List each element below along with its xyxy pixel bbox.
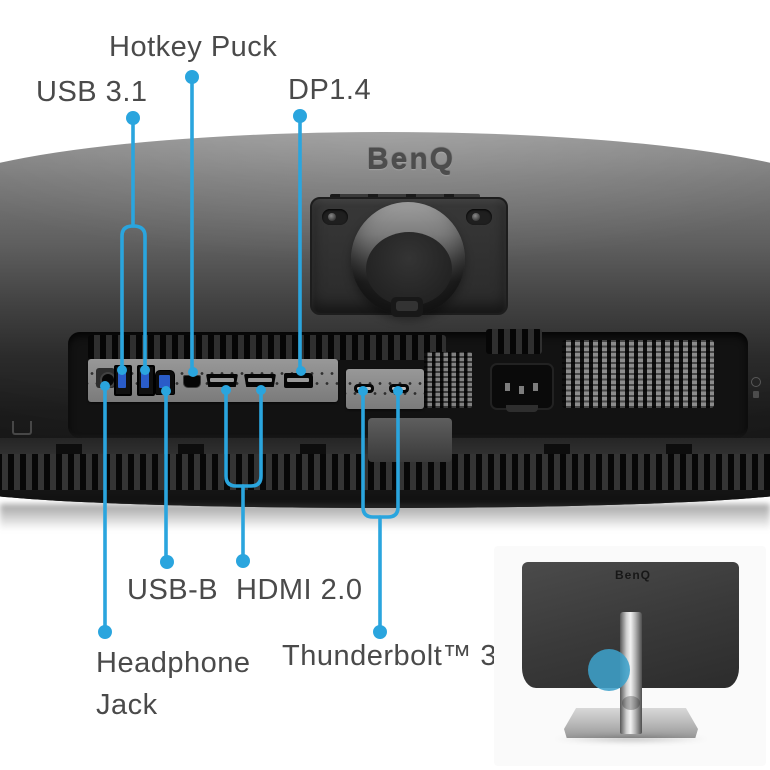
- inset-monitor-thumbnail: BenQ: [494, 546, 766, 766]
- hdmi-port-1: [206, 374, 238, 387]
- dot-dp14-label: [293, 109, 307, 123]
- usb-tongue: [159, 375, 170, 388]
- label-usb-b: USB-B: [127, 574, 219, 606]
- vesa-screw-left: [322, 209, 348, 225]
- label-hdmi-2-0: HDMI 2.0: [236, 574, 363, 606]
- usb-a-port-2: [137, 365, 155, 396]
- label-thunderbolt-3: Thunderbolt™ 3: [282, 640, 497, 672]
- label-headphone-jack: Headphone Jack: [96, 642, 250, 726]
- label-usb-3-1: USB 3.1: [36, 76, 148, 108]
- dot-headphone-label: [98, 625, 112, 639]
- usb-c-pin: [357, 387, 371, 390]
- dot-hotkey-label: [185, 70, 199, 84]
- dot-hdmi-label: [236, 554, 250, 568]
- usb-tongue: [118, 372, 126, 388]
- thunderbolt-port-1: [354, 384, 374, 393]
- vent-slats-top: [88, 335, 446, 360]
- displayport-port: [284, 373, 313, 388]
- dot-tb-label: [373, 625, 387, 639]
- label-hotkey-puck: Hotkey Puck: [109, 31, 278, 63]
- hotkey-puck-port: [183, 375, 201, 388]
- stand-release-latch: [391, 297, 423, 317]
- inset-benq-logo: BenQ: [614, 568, 651, 582]
- usb-c-pin: [392, 387, 406, 390]
- vesa-screw-right: [466, 209, 492, 225]
- inset-base-shadow: [552, 734, 710, 744]
- hdmi-port-2: [244, 374, 276, 387]
- inset-stand-column: [620, 612, 642, 734]
- usb-b-port: [155, 370, 175, 395]
- thunderbolt-port-2: [389, 384, 409, 393]
- thunderbolt-panel: [346, 369, 424, 409]
- label-headphone-line1: Headphone: [96, 647, 251, 679]
- lock-mark-icon: [751, 377, 761, 387]
- main-port-panel: [88, 359, 338, 402]
- dot-usb31-label: [126, 111, 140, 125]
- benq-logo: BenQ: [366, 143, 455, 176]
- stand-release-inner: [366, 232, 452, 306]
- vent-grille-right: [562, 340, 714, 408]
- inset-port-location-highlight: [588, 649, 630, 691]
- usb-a-port-1: [114, 365, 132, 396]
- label-headphone-line2: Jack: [96, 689, 158, 721]
- label-dp1-4: DP1.4: [288, 74, 372, 106]
- ac-power-inlet: [490, 363, 554, 412]
- hdmi-pin: [248, 378, 272, 382]
- vent-slats-top-right: [486, 329, 542, 354]
- dot-usbb-label: [160, 555, 174, 569]
- kensington-slot-icon: [12, 421, 32, 435]
- monitor-shadow: [0, 504, 770, 530]
- stand-arm-cover: [368, 418, 452, 462]
- lock-slot-icon: [753, 391, 759, 398]
- dp-pin: [287, 378, 309, 382]
- usb-tongue: [141, 372, 149, 388]
- hdmi-pin: [210, 378, 234, 382]
- vent-columns: [424, 352, 472, 408]
